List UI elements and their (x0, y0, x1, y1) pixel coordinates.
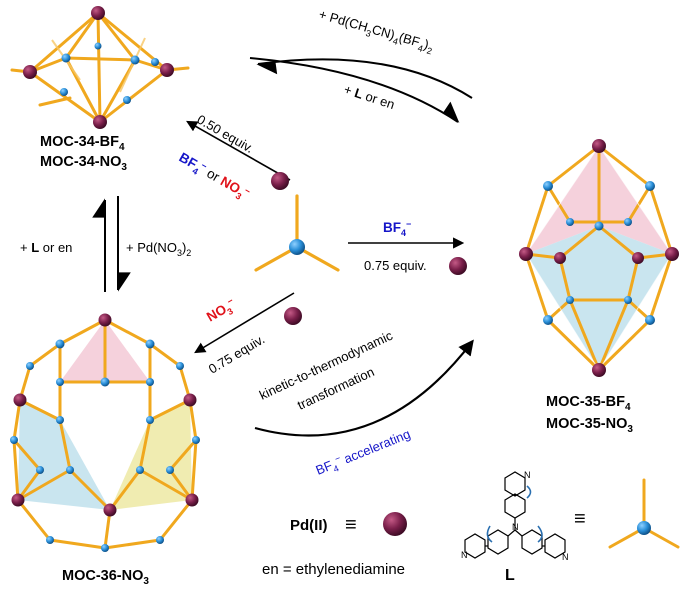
right-equiv: 0.75 equiv. (364, 258, 427, 273)
ligand-node (36, 466, 44, 474)
pd-node (554, 252, 566, 264)
ligand-node (101, 544, 109, 552)
ligand-node (166, 466, 174, 474)
ligand-tripod-icon (608, 478, 680, 549)
pyridine-n-top: N (524, 470, 531, 480)
ligand-node (192, 436, 200, 444)
kinetic-thermo-arrow (254, 339, 474, 437)
ligand-equiv-symbol: ≡ (574, 508, 586, 530)
top-forward-reagent: + Pd(CH3CN)4(BF4)2 (316, 6, 435, 56)
pd-sphere-diag-up (271, 172, 289, 190)
ligand-node (55, 339, 65, 349)
pd-sphere-right (449, 257, 467, 275)
ligand-node (94, 42, 102, 50)
pd-node (160, 63, 174, 77)
ligand-node (151, 58, 159, 66)
down-equiv: 0.75 equiv. (206, 331, 267, 376)
ligand-node (624, 296, 632, 304)
pd-node (183, 393, 197, 407)
ligand-node (26, 362, 34, 370)
pd-node (98, 313, 112, 327)
pd-node (93, 115, 107, 129)
moc34-cage-structure (10, 6, 190, 129)
ligand-l-label: L (505, 567, 515, 584)
ligand-node (156, 536, 164, 544)
pyridine-n-right: N (562, 552, 569, 562)
diag-up-arrow (186, 120, 291, 181)
ligand-node (56, 416, 64, 424)
pd-legend-label: Pd(II) (290, 517, 328, 534)
pd-node (13, 393, 27, 407)
moc35-label-bf4: MOC-35-BF4 (546, 394, 631, 413)
pd-sphere-down (284, 307, 302, 325)
pd-node (592, 363, 606, 377)
central-ligand-tripod (254, 194, 340, 272)
ligand-node (60, 88, 68, 96)
amine-n: N (512, 522, 519, 532)
ligand-node (624, 218, 632, 226)
pd-node (185, 493, 199, 507)
pd-node (11, 493, 25, 507)
diag-up-equiv: 0.50 equiv. (195, 112, 257, 156)
ligand-node (56, 378, 64, 386)
ligand-node (146, 416, 154, 424)
right-anion: BF4− (383, 219, 411, 238)
pd-node (632, 252, 644, 264)
ligand-node (136, 466, 144, 474)
rotation-arrows (486, 485, 543, 543)
ligand-l-structure (464, 471, 566, 559)
pyridine-n-left: N (461, 550, 468, 560)
ligand-node (543, 315, 553, 325)
pd-node (23, 65, 37, 79)
down-anion: NO3− (204, 295, 240, 327)
pd-node (519, 247, 533, 261)
ligand-node (594, 221, 604, 231)
moc35-cage-structure (519, 139, 679, 377)
diag-up-anions: BF4− or NO3− (175, 149, 252, 205)
down-left-arrow (194, 292, 295, 354)
left-forward-reagent: + Pd(NO3)2 (126, 240, 191, 258)
pd-legend-sphere (383, 512, 407, 536)
ligand-node (123, 96, 131, 104)
ligand-node (146, 378, 154, 386)
moc36-cage-structure (10, 313, 200, 552)
left-reverse-reagent: + L or en (20, 240, 72, 255)
top-equilibrium-arrows (249, 57, 473, 123)
ligand-node (130, 55, 140, 65)
ligand-node (543, 181, 553, 191)
moc36-label: MOC-36-NO3 (62, 568, 149, 587)
ligand-node (566, 218, 574, 226)
left-equilibrium-arrows (92, 196, 131, 292)
ligand-node (61, 53, 71, 63)
ligand-node (145, 339, 155, 349)
ligand-node (645, 181, 655, 191)
pd-node (665, 247, 679, 261)
ligand-node (176, 362, 184, 370)
pd-node (103, 503, 117, 517)
ligand-node (100, 377, 110, 387)
ligand-node (645, 315, 655, 325)
pd-legend-equiv: ≡ (345, 514, 357, 536)
pd-node (592, 139, 606, 153)
moc34-label-no3: MOC-34-NO3 (40, 154, 127, 173)
ligand-node (66, 466, 74, 474)
ligand-node (566, 296, 574, 304)
pd-node (91, 6, 105, 20)
moc34-label-bf4: MOC-34-BF4 (40, 134, 125, 153)
moc35-label-no3: MOC-35-NO3 (546, 416, 633, 435)
ligand-node (46, 536, 54, 544)
ligand-node (10, 436, 18, 444)
en-definition: en = ethylenediamine (262, 561, 405, 578)
